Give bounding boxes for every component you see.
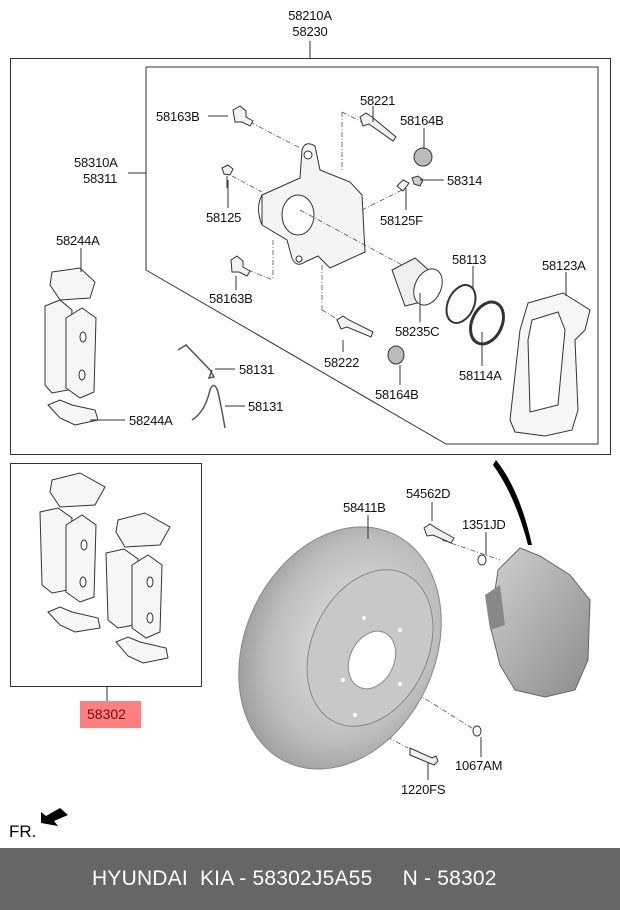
rear-hardware [409, 523, 487, 766]
assembly-label-58230[interactable]: 58230 [292, 24, 328, 39]
callout-guide-pin-58221[interactable]: 58221 [360, 93, 396, 108]
exploded-parts-diagram [10, 41, 611, 826]
plug-1067am [472, 725, 482, 737]
bolt-58163b-top [232, 105, 254, 127]
callout-piston-58235c[interactable]: 58235C [395, 324, 440, 339]
bolt-54562d [423, 523, 455, 544]
piston-boot-58114a [469, 300, 505, 346]
callout-bolt-58163b-top[interactable]: 58163B [156, 109, 200, 124]
callout-bleeder-cap-58314[interactable]: 58314 [447, 173, 483, 188]
callout-guide-pin-58222[interactable]: 58222 [324, 355, 360, 370]
bolt-58125 [221, 164, 234, 188]
callout-piston-boot-58114a[interactable]: 58114A [459, 368, 502, 383]
guide-pin-58221 [359, 112, 397, 142]
piston-seal-58113 [445, 284, 477, 324]
callout-disc-58411b[interactable]: 58411B [343, 500, 386, 515]
callout-caliper-bolt-54562d[interactable]: 54562D [406, 486, 451, 501]
brake-disc-58411b [238, 526, 442, 770]
callout-pad-clip-58244a-top[interactable]: 58244A [56, 233, 100, 248]
caliper-body [258, 143, 366, 269]
assembly-label-58210a[interactable]: 58210A [288, 8, 332, 23]
boot-58164b-top [413, 147, 433, 167]
screw-1220fs [409, 747, 439, 766]
washer-1351jd [477, 554, 487, 566]
callout-boot-58164b-top[interactable]: 58164B [400, 113, 444, 128]
callout-plug-1067am[interactable]: 1067AM [455, 758, 503, 773]
highlighted-part-label-58302[interactable]: 58302 [80, 701, 141, 728]
callout-piston-seal-58113[interactable]: 58113 [452, 252, 487, 267]
leader-lines [80, 106, 567, 780]
callout-bolt-58125[interactable]: 58125 [206, 210, 242, 225]
callout-spring-58131-lower[interactable]: 58131 [248, 399, 284, 414]
callout-bolt-58163b-bottom[interactable]: 58163B [209, 291, 253, 306]
bleeder-screw-58125f [396, 179, 410, 192]
front-direction-arrow-icon [41, 808, 68, 826]
bolt-58163b-bottom [230, 255, 251, 277]
front-indicator-label: FR. [9, 822, 37, 841]
caliper-label-58311[interactable]: 58311 [83, 171, 118, 186]
small-hardware [221, 105, 591, 437]
anti-rattle-springs [177, 344, 226, 429]
bleeder-cap-58314 [411, 175, 424, 187]
brake-pad-set-upper [44, 267, 99, 426]
pad-kit-frame [10, 463, 202, 701]
callout-pad-clip-58244a-bottom[interactable]: 58244A [129, 413, 173, 428]
part-number-footer: HYUNDAI KIA - 58302J5A55 N - 58302 [0, 848, 620, 910]
part-number-text: HYUNDAI KIA - 58302J5A55 N - 58302 [92, 867, 497, 890]
spring-58131-lower [191, 384, 226, 429]
callout-screw-1220fs[interactable]: 1220FS [401, 782, 446, 797]
callout-boot-58164b-bottom[interactable]: 58164B [375, 387, 419, 402]
callout-carrier-bracket-58123a[interactable]: 58123A [542, 258, 586, 273]
callout-bleeder-screw-58125f[interactable]: 58125F [380, 213, 423, 228]
guide-pin-58222 [336, 315, 374, 338]
spring-58131-upper [177, 344, 216, 380]
callout-spring-58131-upper[interactable]: 58131 [239, 362, 275, 377]
callout-washer-1351jd[interactable]: 1351JD [462, 517, 506, 532]
caliper-assembled [485, 460, 591, 698]
boot-58164b-bottom [387, 345, 405, 365]
caliper-label-58310a[interactable]: 58310A [74, 155, 118, 170]
piston-58235c [391, 257, 443, 307]
caliper-assembly-frame [10, 41, 611, 455]
